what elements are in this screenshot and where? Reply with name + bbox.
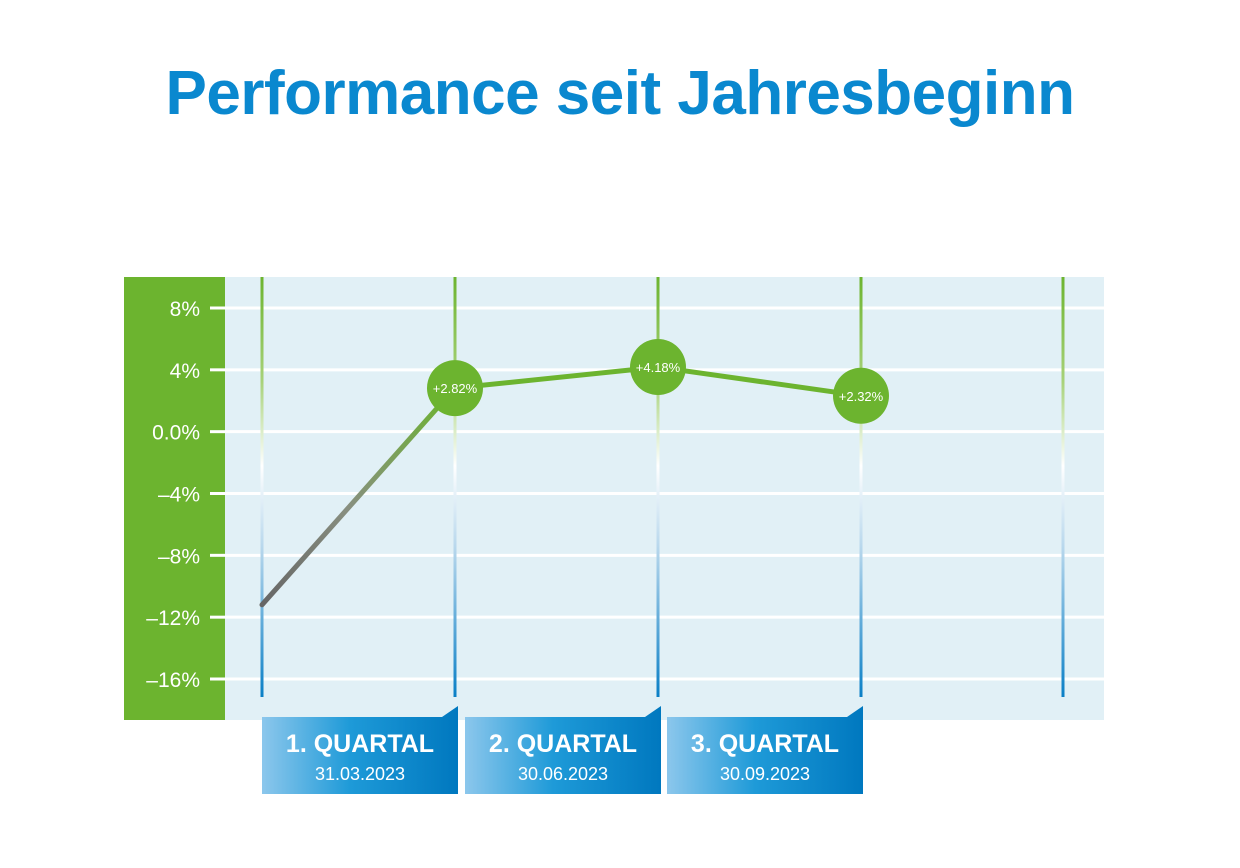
- data-point: [630, 339, 686, 396]
- series-line-segment: [655, 364, 864, 399]
- quarter-date: 30.09.2023: [719, 764, 811, 784]
- y-tick-label: 8%: [170, 298, 200, 321]
- vertical-divider: [656, 277, 660, 697]
- chart-title: Performance seit Jahresbeginn: [165, 59, 1075, 128]
- quarter-box: 2. QUARTAL 30.06.2023: [465, 706, 661, 794]
- quarter-date: 31.03.2023: [314, 764, 406, 784]
- quarter-box: 1. QUARTAL 31.03.2023: [262, 706, 458, 794]
- data-label: +2.32%: [839, 389, 884, 404]
- data-label: +4.18%: [636, 360, 681, 375]
- quarter-label: 2. QUARTAL: [488, 730, 638, 758]
- quarter-label: 1. QUARTAL: [285, 730, 435, 758]
- quarter-label: 3. QUARTAL: [690, 730, 840, 758]
- data-label: +2.82%: [433, 381, 478, 396]
- y-tick-label: –8%: [158, 545, 200, 568]
- y-tick-label: 4%: [170, 360, 200, 383]
- vertical-divider: [1061, 277, 1065, 697]
- quarter-box-background: [465, 706, 661, 794]
- series-line-segment: [452, 364, 661, 391]
- quarter-box: 3. QUARTAL 30.09.2023: [667, 706, 863, 794]
- vertical-divider: [859, 277, 863, 697]
- data-point: [427, 360, 483, 417]
- vertical-divider: [453, 277, 457, 697]
- quarter-box-background: [667, 706, 863, 794]
- vertical-divider: [260, 277, 264, 697]
- quarter-date: 30.06.2023: [517, 764, 609, 784]
- y-tick-label: 0.0%: [152, 422, 200, 445]
- y-tick-label: –4%: [158, 484, 200, 507]
- axis-band: [124, 277, 225, 720]
- y-tick-label: –12%: [146, 607, 200, 630]
- y-tick-label: –16%: [146, 669, 200, 692]
- series-line-segment: [259, 385, 458, 608]
- data-point: [833, 367, 889, 424]
- quarter-box-background: [262, 706, 458, 794]
